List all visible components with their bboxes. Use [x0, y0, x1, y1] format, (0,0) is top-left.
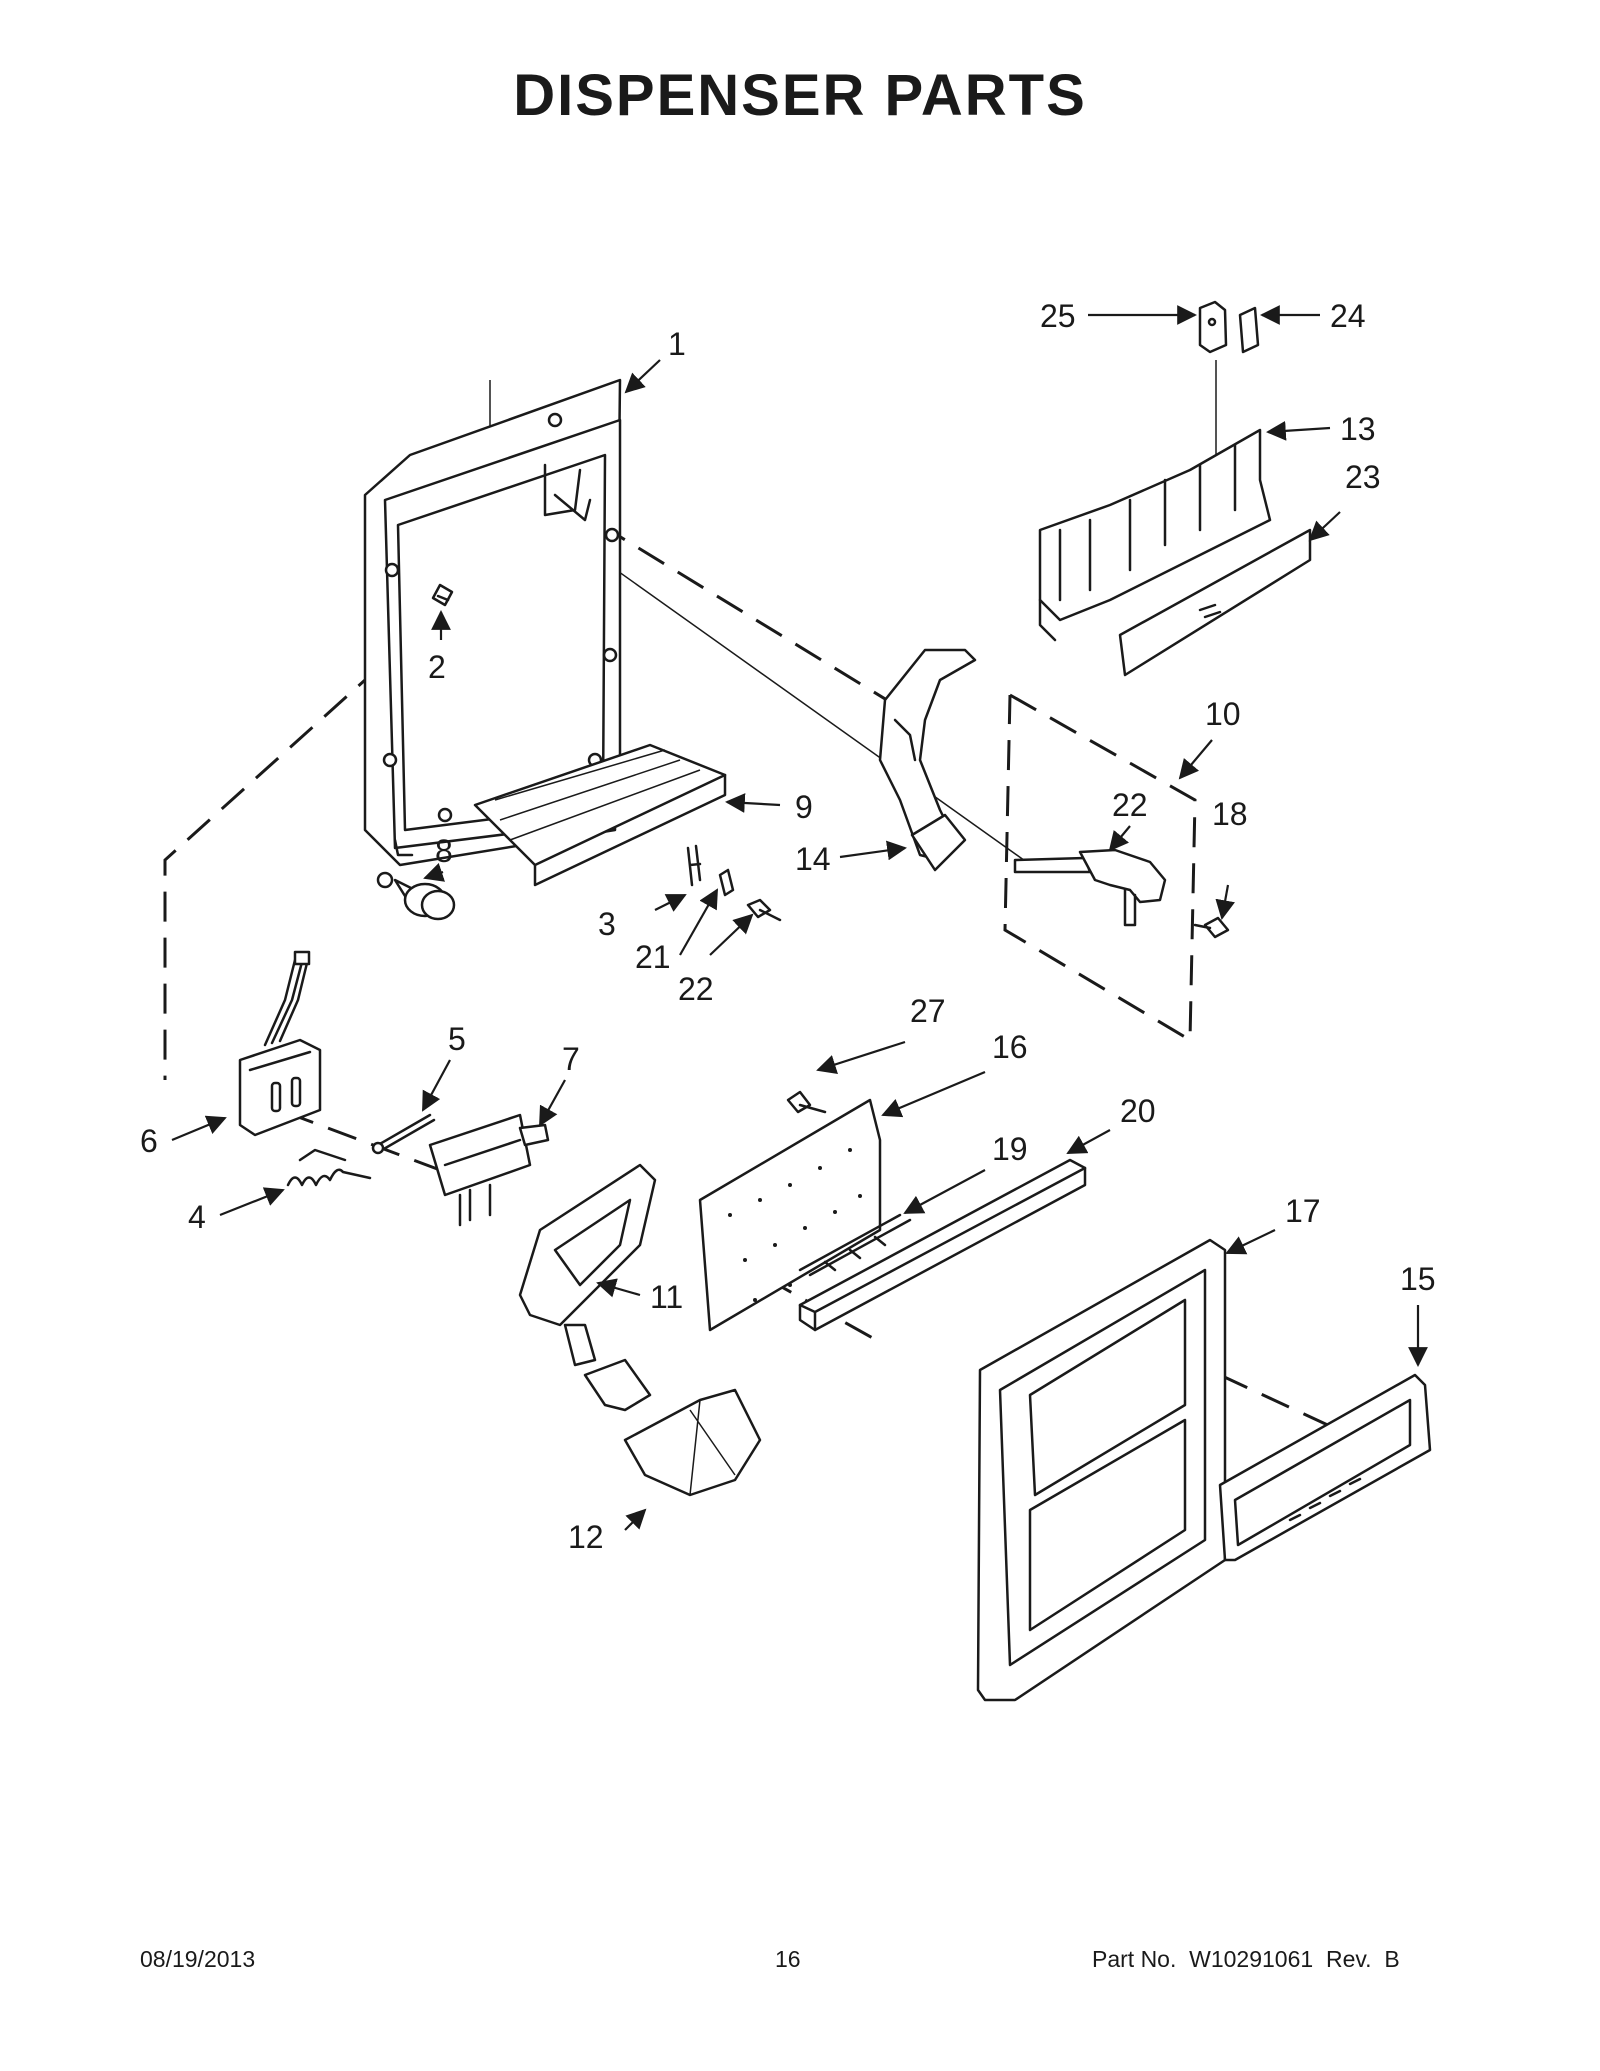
part-25-switch: [1198, 300, 1228, 354]
callout-21: 21: [635, 939, 671, 975]
footer-part-number: Part No. W10291061 Rev. B: [1092, 1946, 1400, 1972]
callout-7: 7: [562, 1041, 580, 1077]
part-1-housing-frame: [363, 378, 622, 867]
callout-23: 23: [1345, 459, 1381, 495]
part-2-screw: [431, 583, 454, 607]
callout-25: 25: [1040, 298, 1076, 334]
part-3-spring-clip: [686, 844, 702, 887]
callout-20: 20: [1120, 1093, 1156, 1129]
callout-19: 19: [992, 1131, 1028, 1167]
part-9-drip-tray: [473, 743, 727, 887]
part-10-actuator: [1013, 848, 1167, 927]
callout-11: 11: [650, 1279, 683, 1315]
part-21-clip: [718, 868, 735, 897]
callout-2: 2: [428, 649, 446, 685]
callout-5: 5: [448, 1021, 466, 1057]
callout-12: 12: [568, 1519, 604, 1555]
part-18-screw: [1193, 916, 1230, 939]
part-6-module: [238, 950, 322, 1137]
footer-page-number: 16: [775, 1946, 801, 1972]
callout-3: 3: [598, 906, 616, 942]
callout-8: 8: [435, 833, 453, 869]
callout-1: 1: [668, 326, 686, 362]
callout-17: 17: [1285, 1193, 1321, 1229]
part-11-ice-paddle-frame: [518, 1163, 657, 1367]
part-27-screw: [786, 1090, 827, 1114]
part-23-bracket: [1118, 528, 1312, 677]
part-5-pin: [371, 1113, 436, 1155]
callout-14: 14: [795, 841, 831, 877]
part-14-water-lever: [878, 648, 977, 872]
callout-labels: 1 2 3 4 5 6 7 8 9 10 11 12 13 14 15 16 1…: [140, 298, 1436, 1555]
callout-6: 6: [140, 1123, 158, 1159]
part-7-solenoid: [428, 1113, 550, 1227]
part-12-ice-chute: [583, 1358, 762, 1497]
part-8-knob: [376, 871, 456, 921]
callout-18: 18: [1212, 796, 1248, 832]
callout-27: 27: [910, 993, 946, 1029]
part-22-screw-lower: [746, 898, 782, 922]
callout-15: 15: [1400, 1261, 1436, 1297]
footer-date: 08/19/2013: [140, 1946, 256, 1972]
part-4-spring: [286, 1148, 372, 1187]
callout-24: 24: [1330, 298, 1366, 334]
part-13-control-housing: [1038, 428, 1272, 642]
part-15-front-panel: [1218, 1373, 1432, 1562]
callout-22-upper: 22: [1112, 787, 1148, 823]
callout-9: 9: [795, 789, 813, 825]
callout-4: 4: [188, 1199, 206, 1235]
page-title: DISPENSER PARTS: [513, 63, 1087, 128]
callout-22-lower: 22: [678, 971, 714, 1007]
part-24-plate: [1238, 306, 1260, 354]
part-17-dispenser-bezel: [976, 1238, 1227, 1702]
callout-leaders: [171, 305, 1428, 1531]
part-16-control-board: [698, 1098, 882, 1332]
part-19-lightpipe: [798, 1213, 912, 1277]
part-20-light-bar: [798, 1158, 1087, 1332]
callout-16: 16: [992, 1029, 1028, 1065]
callout-10: 10: [1205, 696, 1241, 732]
callout-13: 13: [1340, 411, 1376, 447]
